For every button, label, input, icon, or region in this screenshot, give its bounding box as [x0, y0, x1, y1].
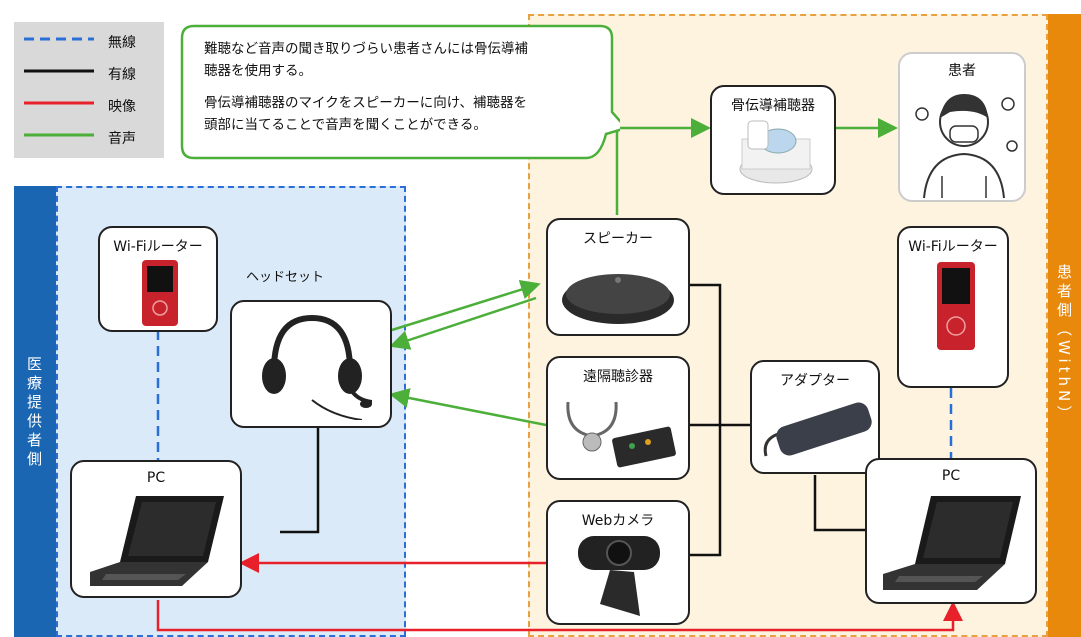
provider-side-label: 医療提供者側 [25, 356, 43, 470]
note-line-4: 頭部に当てることで音声を聞くことができる。 [204, 117, 487, 133]
wifi-router-left-box: Wi-Fiルーター [98, 226, 218, 332]
stethoscope-icon [566, 401, 676, 468]
patient-side-label: 患者側（WithN） [1055, 264, 1073, 425]
audio-stethoscope-headset [389, 388, 547, 427]
pc-left-label: PC [146, 470, 166, 486]
webcam-label: Webカメラ [581, 513, 655, 529]
note-line-2: 聴器を使用する。 [204, 63, 312, 79]
pc-right-box: PC [865, 458, 1037, 604]
patient-icon [915, 94, 1018, 199]
legend-item-audio: 音声 [24, 126, 164, 150]
stethoscope-box: 遠隔聴診器 [546, 356, 690, 480]
hearing-aid-icon [739, 120, 813, 184]
wired-headset-pc [280, 428, 320, 534]
router-icon [142, 260, 178, 326]
note-line-3: 骨伝導補聴器のマイクをスピーカーに向け、補聴器を [204, 95, 528, 111]
audio-speaker-headset [389, 296, 537, 350]
bone-hearing-aid-box: 骨伝導補聴器 [710, 85, 836, 195]
dashed-line-icon [24, 37, 94, 41]
router-icon [937, 262, 975, 350]
patient-label: 患者 [948, 63, 976, 79]
audio-speaker-hearingaid [615, 118, 711, 215]
bone-hearing-aid-label: 骨伝導補聴器 [731, 98, 815, 114]
solid-line-icon [24, 69, 94, 73]
patient-box: 患者 [898, 52, 1026, 202]
speaker-icon [562, 274, 674, 324]
note-bubble [180, 24, 620, 160]
headset-label: ヘッドセット [246, 270, 325, 285]
legend-item-wired: 有線 [24, 62, 164, 86]
webcam-icon [578, 536, 660, 616]
wifi-router-right-label: Wi-Fiルーター [908, 239, 998, 255]
wired-trunk [690, 283, 722, 557]
wired-adapter-pc [813, 475, 865, 532]
note-line-1: 難聴など音声の聞き取りづらい患者さんには骨伝導補 [204, 41, 528, 57]
laptop-icon [883, 496, 1021, 590]
adapter-icon [763, 402, 872, 457]
stethoscope-label: 遠隔聴診器 [583, 369, 653, 385]
speaker-box: スピーカー [546, 218, 690, 336]
laptop-icon [90, 496, 224, 586]
legend-item-wireless: 無線 [24, 30, 164, 54]
patient-side-bar: 患者側（WithN） [1048, 14, 1081, 637]
adapter-box: アダプター [750, 360, 880, 474]
audio-headset-speaker [391, 279, 541, 332]
red-line-icon [24, 101, 94, 105]
legend-item-video: 映像 [24, 94, 164, 118]
legend-label: 映像 [108, 99, 136, 115]
legend-label: 音声 [108, 131, 136, 147]
legend: 無線 有線 映像 音声 [14, 22, 164, 158]
wifi-router-right-box: Wi-Fiルーター [897, 226, 1009, 388]
video-pc-pc [156, 600, 963, 632]
green-line-icon [24, 133, 94, 137]
webcam-box: Webカメラ [546, 500, 690, 625]
pc-left-box: PC [70, 460, 242, 598]
speaker-label: スピーカー [583, 231, 653, 247]
headset-box [230, 300, 392, 428]
legend-label: 無線 [108, 35, 136, 51]
adapter-label: アダプター [780, 373, 850, 389]
wifi-router-left-label: Wi-Fiルーター [113, 239, 203, 255]
pc-right-label: PC [941, 468, 961, 484]
headset-icon [262, 314, 372, 420]
legend-label: 有線 [108, 67, 136, 83]
provider-side-bar: 医療提供者側 [14, 186, 56, 637]
